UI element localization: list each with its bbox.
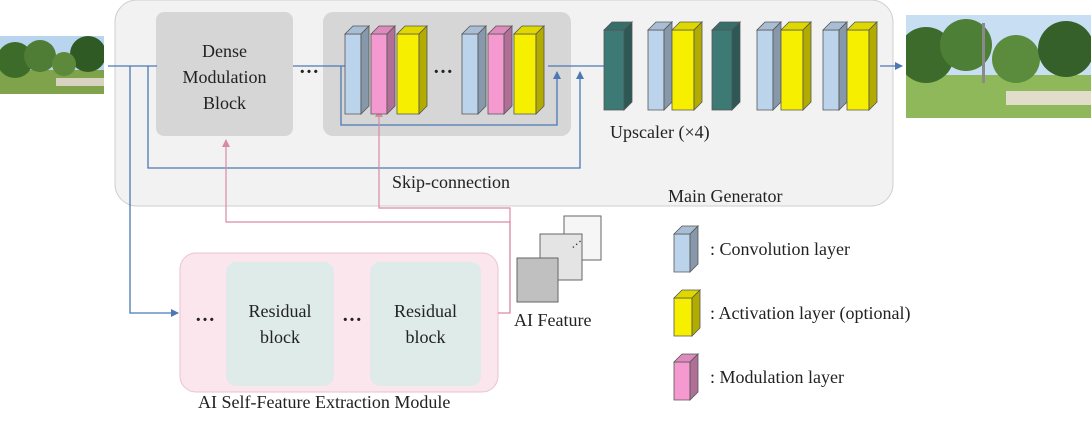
activation-layer-up-2 [780,21,812,111]
layer-stack [344,21,878,401]
skip-connection-inner [340,66,561,126]
residual-block-2-label-line-1: Residual [394,301,457,321]
residual-block-1-label: Residual block [226,298,334,350]
skip-connection-outer [147,66,584,169]
input-image [0,36,104,94]
conv-layer-up-1 [647,21,673,111]
residual-block-1 [226,262,334,386]
upscale-conv-2 [711,21,741,111]
conv-layer-group2 [461,25,487,115]
ellipsis-main-2: … [433,56,453,78]
dense-modulation-block [156,12,293,136]
residual-block-2-label-line-2: block [405,327,446,347]
activation-layer-up-1 [671,21,703,111]
residual-block-1-label-line-1: Residual [248,301,312,321]
ellipsis-module-1: … [195,304,215,326]
legend-convolution-label: : Convolution layer [710,239,850,259]
conv-layer-up-3 [822,21,848,111]
conv-layer-up-2 [756,21,782,111]
output-image [906,15,1091,118]
dense-block-label-line-3: Block [203,93,246,113]
activation-layer-group1 [396,25,428,115]
activation-layer-up-3 [846,21,878,111]
ai-feature-label: AI Feature [514,310,592,330]
residual-block-2 [370,262,481,386]
main-generator-title: Main Generator [668,186,783,206]
dense-block-label-line-1: Dense [202,41,247,61]
ai-feature-stack: ··· [516,215,602,303]
upscaler-label: Upscaler (×4) [610,122,710,142]
feature-line-to-modulation [375,109,511,314]
conv-layer-group1 [344,25,370,115]
dense-block-label: Dense Modulation Block [156,38,293,116]
modulation-layer-icon [673,353,699,401]
residual-block-2-label: Residual block [370,298,481,350]
activation-layer-icon [673,289,701,337]
convolution-layer-icon [673,225,699,273]
ellipsis-module-2: … [342,304,362,326]
modulation-layer-group2 [487,25,513,115]
modulation-layer-group1 [370,25,396,115]
legend-modulation-label: : Modulation layer [710,367,844,387]
ellipsis-main-1: … [299,56,319,78]
input-to-extraction-arrow [129,66,179,317]
extraction-module-title: AI Self-Feature Extraction Module [198,392,451,412]
skip-connection-label: Skip-connection [392,172,510,192]
upscale-conv-1 [603,21,633,111]
residual-block-1-label-line-2: block [260,327,300,347]
legend-activation-label: : Activation layer (optional) [710,303,911,323]
dense-block-label-line-2: Modulation [182,67,267,87]
activation-layer-group2 [513,25,545,115]
